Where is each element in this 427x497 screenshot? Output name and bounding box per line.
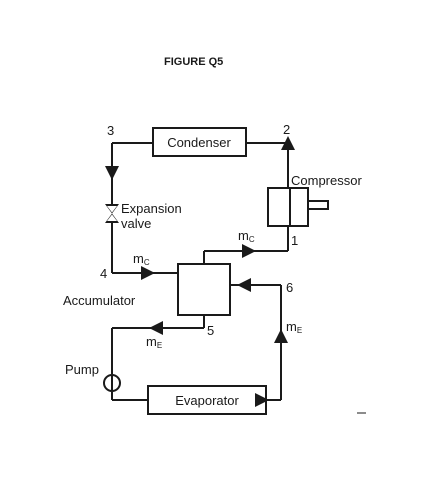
state-point-2: 2 xyxy=(283,122,290,137)
compressor-box xyxy=(267,187,309,227)
arrow-up-right xyxy=(274,329,288,343)
state-point-6: 6 xyxy=(286,280,293,295)
state-point-4: 4 xyxy=(100,266,107,281)
compressor-rod xyxy=(307,200,329,210)
arrow-left-at-5 xyxy=(149,321,163,335)
state-point-1: 1 xyxy=(291,233,298,248)
arrow-left-at-6 xyxy=(237,278,251,292)
arrow-up-at-2 xyxy=(281,136,295,150)
accumulator-label: Accumulator xyxy=(63,293,136,308)
accumulator-box xyxy=(177,263,231,316)
arrow-right-at-1 xyxy=(242,244,256,258)
state-point-5: 5 xyxy=(207,323,214,338)
condenser-box xyxy=(152,127,247,157)
expansion-valve-top-fill xyxy=(107,206,117,213)
condenser-label: Condenser xyxy=(167,135,231,150)
expansion-valve-bottom-fill xyxy=(107,214,117,221)
mass-flow-mc-left: mC xyxy=(133,251,150,267)
evaporator-box xyxy=(147,385,267,415)
state-point-3: 3 xyxy=(107,123,114,138)
arrow-down-left xyxy=(105,166,119,180)
pump-label: Pump xyxy=(65,362,99,377)
evaporator-label: Evaporator xyxy=(175,393,239,408)
arrow-right-at-4 xyxy=(141,266,155,280)
mass-flow-me-right: mE xyxy=(286,319,302,335)
expansion-valve-label-2: valve xyxy=(121,216,151,231)
arrow-right-evaporator xyxy=(255,393,269,407)
mass-flow-me-left: mE xyxy=(146,334,162,350)
compressor-label: Compressor xyxy=(291,173,362,188)
expansion-valve-label-1: Expansion xyxy=(121,201,182,216)
figure-title: FIGURE Q5 xyxy=(164,56,223,68)
mass-flow-mc-top: mC xyxy=(238,228,255,244)
